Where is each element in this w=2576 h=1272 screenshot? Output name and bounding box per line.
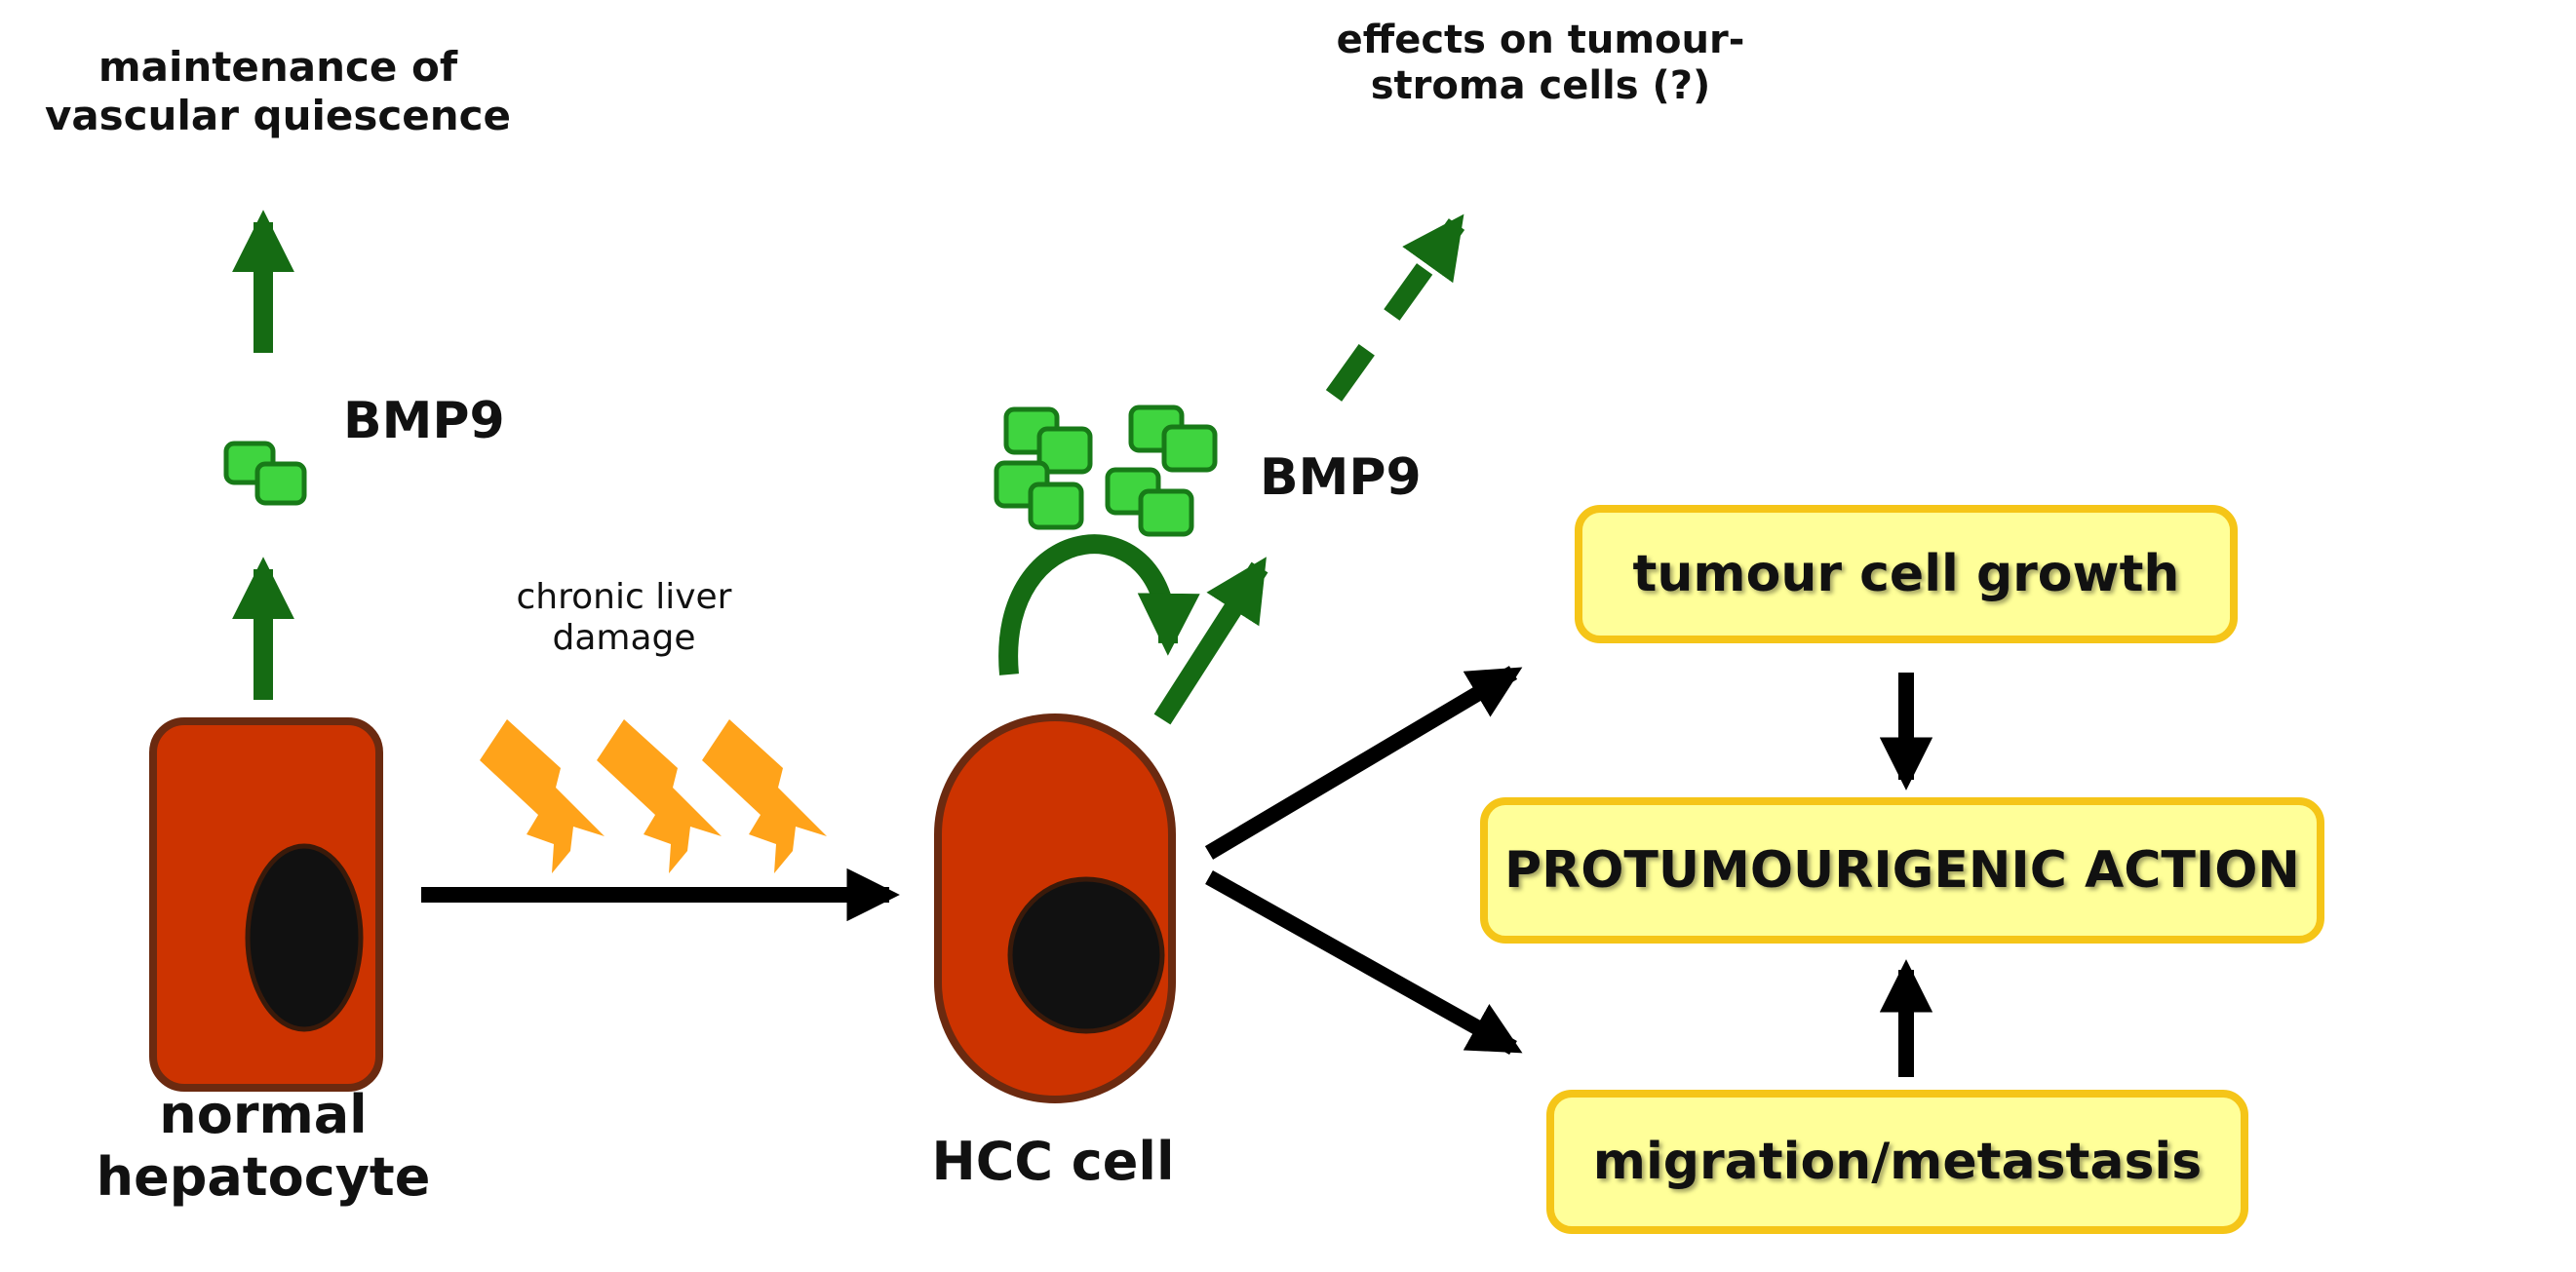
lightning-bolt-icon bbox=[702, 719, 827, 873]
bmp9-label-right: BMP9 bbox=[1260, 448, 1422, 507]
arrow-hcc-to-bmp9 bbox=[1153, 557, 1268, 725]
bmp9-particles-right bbox=[994, 405, 1218, 537]
vascular-quiescence-label: maintenance of vascular quiescence bbox=[24, 43, 531, 139]
hcc-cell bbox=[934, 713, 1176, 1103]
normal-hepatocyte-label: normal hepatocyte bbox=[59, 1084, 468, 1208]
bmp9-particles-left bbox=[223, 441, 307, 506]
stroma-effects-label: effects on tumour- stroma cells (?) bbox=[1297, 18, 1784, 109]
arrow-hcc-to-migration bbox=[1205, 870, 1523, 1055]
chronic-damage-label: chronic liver damage bbox=[478, 577, 770, 660]
vascular-line-1: maintenance of bbox=[98, 43, 458, 91]
dashed-arrow-to-stroma bbox=[1325, 213, 1465, 402]
stroma-line-1: effects on tumour- bbox=[1336, 18, 1745, 62]
vascular-line-2: vascular quiescence bbox=[44, 91, 512, 139]
migration-metastasis-box: migration/metastasis bbox=[1546, 1090, 2248, 1234]
tumour-growth-box: tumour cell growth bbox=[1575, 505, 2238, 643]
lightning-bolts bbox=[480, 719, 827, 873]
lightning-bolt-icon bbox=[480, 719, 605, 873]
normal-line-1: normal bbox=[159, 1084, 368, 1145]
hcc-nucleus bbox=[1007, 876, 1165, 1034]
bmp9-label-left: BMP9 bbox=[343, 392, 505, 450]
damage-line-1: chronic liver bbox=[516, 577, 732, 617]
autocrine-loop-arrow bbox=[998, 534, 1200, 675]
lightning-bolt-icon bbox=[597, 719, 722, 873]
protumourigenic-action-box: PROTUMOURIGENIC ACTION bbox=[1480, 797, 2324, 944]
hcc-cell-label: HCC cell bbox=[931, 1131, 1175, 1192]
normal-hepatocyte-cell bbox=[149, 717, 383, 1092]
arrow-hcc-to-growth bbox=[1204, 666, 1523, 860]
damage-line-2: damage bbox=[552, 618, 696, 659]
normal-nucleus bbox=[245, 843, 364, 1032]
normal-line-2: hepatocyte bbox=[96, 1145, 431, 1208]
stroma-line-2: stroma cells (?) bbox=[1370, 63, 1711, 109]
